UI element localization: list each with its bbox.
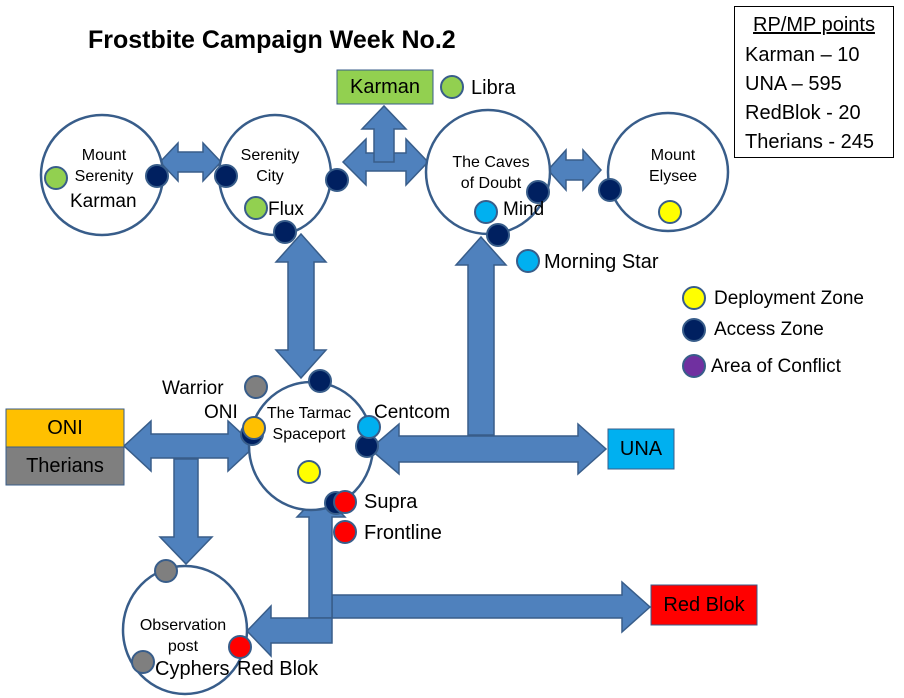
- deployment-zone-marker: [297, 460, 321, 484]
- legend-conflict-label: Area of Conflict: [711, 356, 841, 377]
- red-blok-box-label: Red Blok: [663, 593, 745, 616]
- access-zone-marker: [308, 369, 332, 393]
- legend-conflict-swatch: [682, 354, 706, 378]
- points-row-karman: Karman – 10: [745, 44, 860, 66]
- unit-label-karman: Karman: [70, 191, 137, 212]
- oni-box: [5, 408, 125, 448]
- unit-label-morning-star: Morning Star: [544, 251, 659, 273]
- una-box-label: UNA: [619, 437, 663, 460]
- arrow-route-to-caves: [454, 235, 508, 436]
- locations: [39, 108, 730, 696]
- legend-deployment-label: Deployment Zone: [714, 288, 864, 309]
- access-zone-marker: [273, 220, 297, 244]
- node-mount-elysee: [606, 111, 730, 233]
- frontline-marker: [333, 520, 357, 544]
- karman-box-label: Karman: [349, 75, 421, 98]
- unit-label-centcom: Centcom: [374, 402, 451, 423]
- karman-box: [336, 69, 434, 105]
- unit-label-libra: Libra: [471, 77, 516, 99]
- centcom-marker: [357, 415, 381, 439]
- arrow-serenitycity-tarmac: [274, 232, 328, 380]
- una-box: [607, 428, 675, 470]
- points-row-una: UNA – 595: [745, 73, 842, 95]
- cyphers-marker: [131, 650, 155, 674]
- arrow-mountserenity-serenitycity: [158, 141, 223, 183]
- connections: [122, 104, 652, 658]
- points-panel: RP/MP points Karman – 10 UNA – 595 RedBl…: [734, 6, 894, 158]
- oni-box-label: ONI: [47, 416, 83, 439]
- access-zone-marker: [526, 180, 550, 204]
- node-tarmac-spaceport: [247, 380, 375, 512]
- warrior-marker: [244, 375, 268, 399]
- red-blok-marker: [228, 635, 252, 659]
- unit-label-warrior: Warrior: [162, 378, 224, 399]
- arrow-tarmac-una: [368, 422, 608, 476]
- unit-label-cyphers: Cyphers: [155, 658, 230, 680]
- access-zone-marker: [598, 178, 622, 202]
- observation-therian-marker: [154, 559, 178, 583]
- arrow-caves-mountelysee: [546, 148, 603, 192]
- oni-marker: [242, 416, 266, 440]
- access-zone-marker: [486, 223, 510, 247]
- supra-marker: [333, 490, 357, 514]
- morning-star-marker: [516, 249, 540, 273]
- node-label-mount-elysee: Mount Elysee: [648, 147, 698, 185]
- unit-label-red-blok: Red Blok: [237, 658, 319, 680]
- therians-box: [5, 446, 125, 486]
- node-label-tarmac-spaceport: The Tarmac Spaceport: [266, 405, 352, 443]
- arrow-to-karman: [360, 104, 408, 163]
- unit-label-flux: Flux: [268, 199, 304, 220]
- unit-label-supra: Supra: [364, 491, 418, 513]
- node-label-serenity-city: Serenity City: [240, 147, 300, 185]
- unit-label-oni: ONI: [204, 402, 238, 423]
- map-title: Frostbite Campaign Week No.2: [88, 26, 456, 54]
- points-row-therians: Therians - 245: [745, 131, 874, 153]
- mind-marker: [474, 200, 498, 224]
- legend-access-swatch: [682, 318, 706, 342]
- access-zone-marker: [325, 168, 349, 192]
- libra-marker: [440, 75, 464, 99]
- legend-access-label: Access Zone: [714, 319, 824, 340]
- red-blok-box: [650, 584, 758, 626]
- node-label-caves-of-doubt: The Caves of Doubt: [452, 154, 530, 192]
- arrow-route-to-redblok: [331, 580, 652, 634]
- node-label-observation-post: Observation post: [139, 617, 227, 655]
- unit-label-frontline: Frontline: [364, 522, 442, 544]
- arrow-route-to-observation: [245, 604, 333, 658]
- flux-marker: [244, 196, 268, 220]
- deployment-zone-marker: [658, 200, 682, 224]
- legend-deployment-swatch: [682, 286, 706, 310]
- karman-marker: [44, 166, 68, 190]
- node-label-mount-serenity: Mount Serenity: [74, 147, 134, 185]
- access-zone-marker: [214, 164, 238, 188]
- therians-box-label: Therians: [26, 454, 104, 477]
- access-zone-marker: [145, 164, 169, 188]
- points-title: RP/MP points: [753, 14, 875, 36]
- unit-label-mind: Mind: [503, 199, 545, 220]
- markers: [44, 75, 706, 674]
- points-row-redblok: RedBlok - 20: [745, 102, 861, 124]
- arrow-to-observation: [158, 458, 214, 566]
